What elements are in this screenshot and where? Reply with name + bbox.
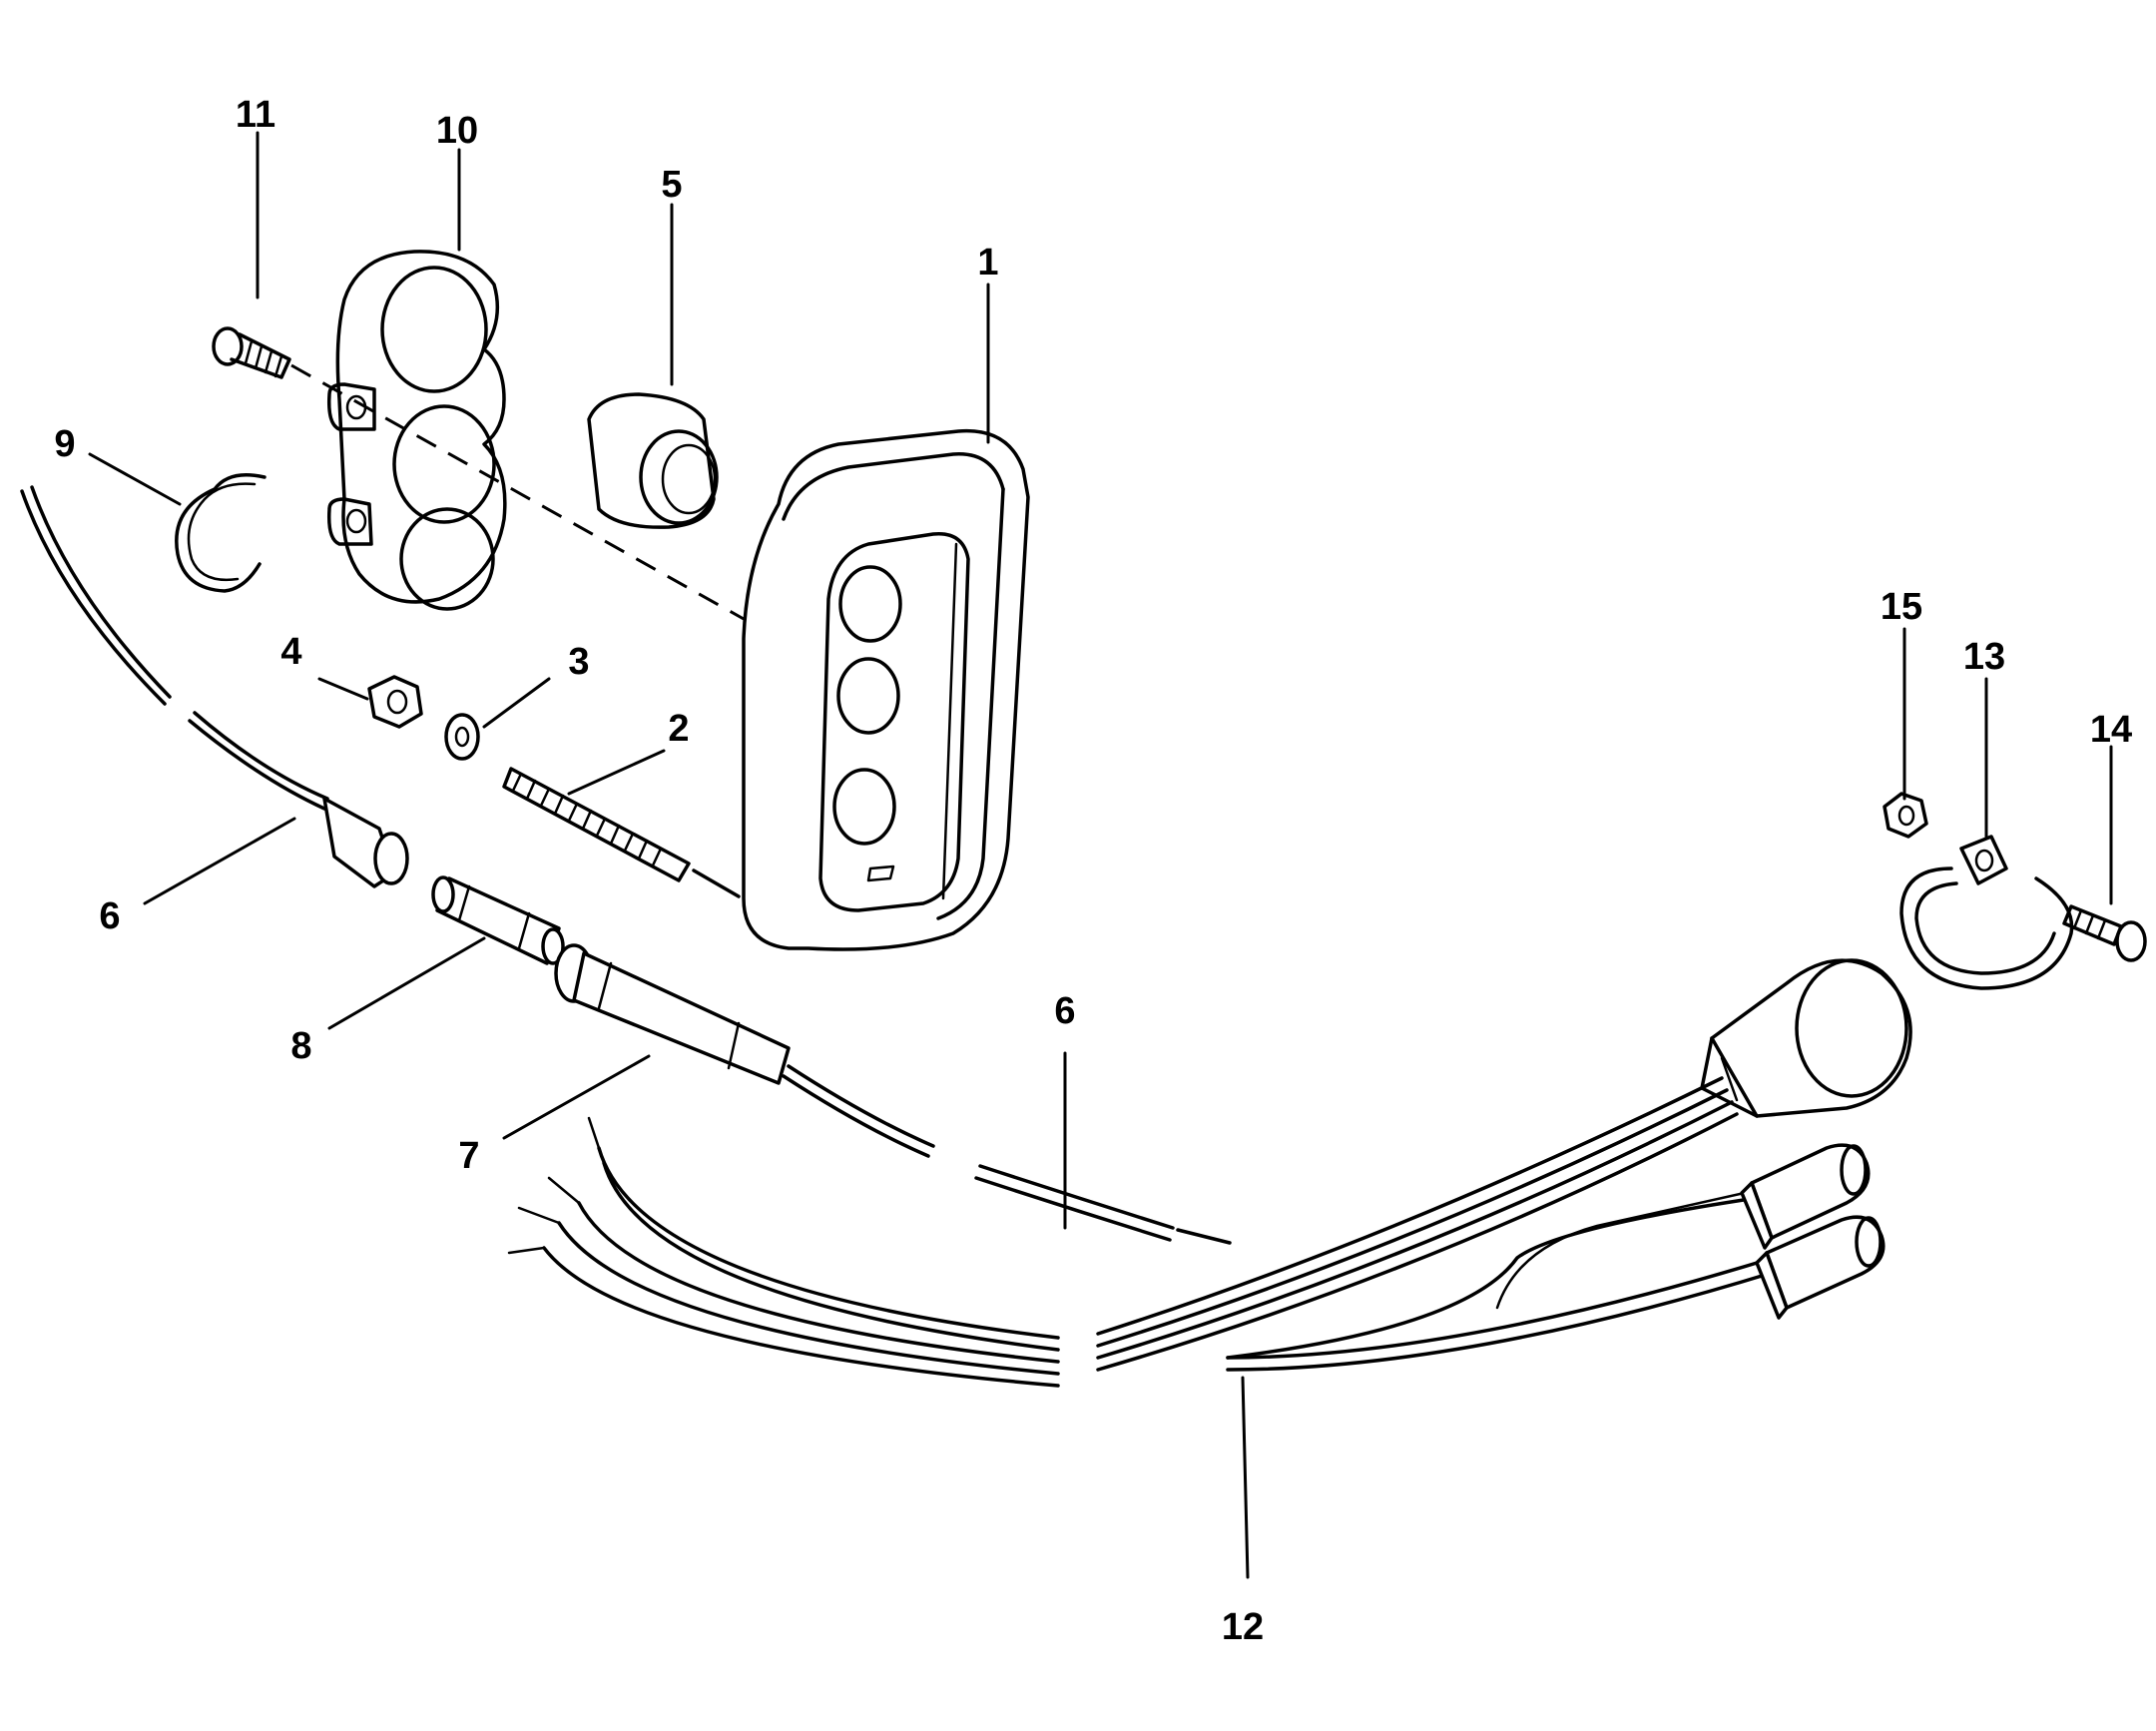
callout-6-left: 6 [99,895,120,937]
callout-11: 11 [236,94,275,136]
stud-2 [502,767,741,898]
callout-6-right: 6 [1054,990,1075,1032]
callout-2: 2 [668,708,689,750]
screw-11 [212,326,291,379]
switch-bracket [326,250,507,611]
assembly-line [290,363,745,621]
screw-14 [2062,904,2147,962]
wire-6-right [974,1164,1232,1245]
wire-harness-12 [507,958,1912,1388]
callout-4: 4 [280,631,301,673]
callout-15: 15 [1881,586,1922,628]
callout-1: 1 [977,242,998,284]
washer-3 [444,713,480,761]
callout-13: 13 [1963,636,2005,678]
switch-panel-housing [742,428,1030,951]
nut-4 [367,675,423,729]
callout-9: 9 [54,423,75,465]
callout-10: 10 [436,110,478,152]
fuse-8 [431,875,565,965]
switch-boot [587,392,719,529]
leader-lines [88,131,2113,1579]
clamp-13 [1899,835,2074,990]
snap-ring [175,473,267,593]
callout-3: 3 [568,641,589,683]
callout-12: 12 [1222,1606,1264,1648]
fuse-holder-7 [554,943,935,1158]
wire-6-left [20,485,409,888]
callout-8: 8 [290,1025,311,1067]
callout-labels: 1 2 3 4 5 6 6 7 8 9 10 11 12 13 14 15 [54,94,2132,1648]
callout-7: 7 [458,1135,479,1177]
callout-5: 5 [661,164,682,206]
callout-14: 14 [2090,709,2132,751]
nut-15 [1883,792,1928,839]
